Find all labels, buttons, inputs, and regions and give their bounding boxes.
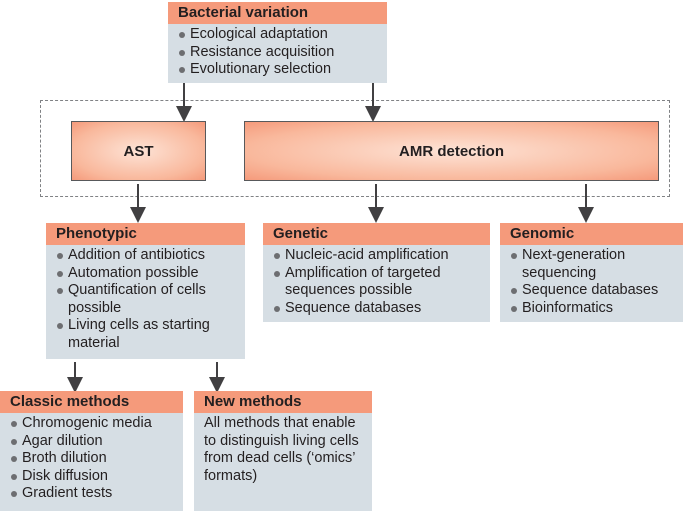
phenotypic-body: Addition of antibiotics Automation possi… <box>46 245 245 359</box>
genetic-title: Genetic <box>263 223 490 245</box>
list-item: Sequence databases <box>273 300 484 318</box>
list-item: Broth dilution <box>10 450 177 468</box>
new-methods-body: All methods that enable to distinguish l… <box>194 413 372 511</box>
genomic-box: Genomic Next-generation sequencing Seque… <box>500 223 683 322</box>
ast-box: AST <box>71 121 206 181</box>
phenotypic-box: Phenotypic Addition of antibiotics Autom… <box>46 223 245 359</box>
genomic-title: Genomic <box>500 223 683 245</box>
list-item: Sequence databases <box>510 282 677 300</box>
new-methods-title: New methods <box>194 391 372 413</box>
detection-group-frame <box>40 100 670 197</box>
list-item: Automation possible <box>56 265 239 283</box>
list-item: Quantification of cells possible <box>56 282 239 317</box>
bacterial-variation-title: Bacterial variation <box>168 2 387 24</box>
new-methods-box: New methods All methods that enable to d… <box>194 391 372 511</box>
genetic-box: Genetic Nucleic-acid amplification Ampli… <box>263 223 490 322</box>
list-item: Ecological adaptation <box>178 26 381 44</box>
classic-methods-title: Classic methods <box>0 391 183 413</box>
bacterial-variation-body: Ecological adaptation Resistance acquisi… <box>168 24 387 83</box>
list-item: Agar dilution <box>10 433 177 451</box>
new-methods-text: All methods that enable to distinguish l… <box>204 415 359 484</box>
list-item: Next-generation sequencing <box>510 247 677 282</box>
list-item: Evolutionary selection <box>178 61 381 79</box>
genomic-body: Next-generation sequencing Sequence data… <box>500 245 683 322</box>
list-item: Nucleic-acid amplification <box>273 247 484 265</box>
list-item: Disk diffusion <box>10 468 177 486</box>
ast-label: AST <box>123 142 154 160</box>
list-item: Amplification of targeted sequences poss… <box>273 265 484 300</box>
phenotypic-title: Phenotypic <box>46 223 245 245</box>
list-item: Bioinformatics <box>510 300 677 318</box>
amr-detection-box: AMR detection <box>244 121 659 181</box>
list-item: Living cells as starting material <box>56 317 239 352</box>
classic-methods-body: Chromogenic media Agar dilution Broth di… <box>0 413 183 511</box>
list-item: Resistance acquisition <box>178 44 381 62</box>
genetic-body: Nucleic-acid amplification Amplification… <box>263 245 490 322</box>
bacterial-variation-box: Bacterial variation Ecological adaptatio… <box>168 2 387 83</box>
list-item: Gradient tests <box>10 485 177 503</box>
list-item: Chromogenic media <box>10 415 177 433</box>
list-item: Addition of antibiotics <box>56 247 239 265</box>
amr-detection-label: AMR detection <box>399 142 504 160</box>
classic-methods-box: Classic methods Chromogenic media Agar d… <box>0 391 183 511</box>
